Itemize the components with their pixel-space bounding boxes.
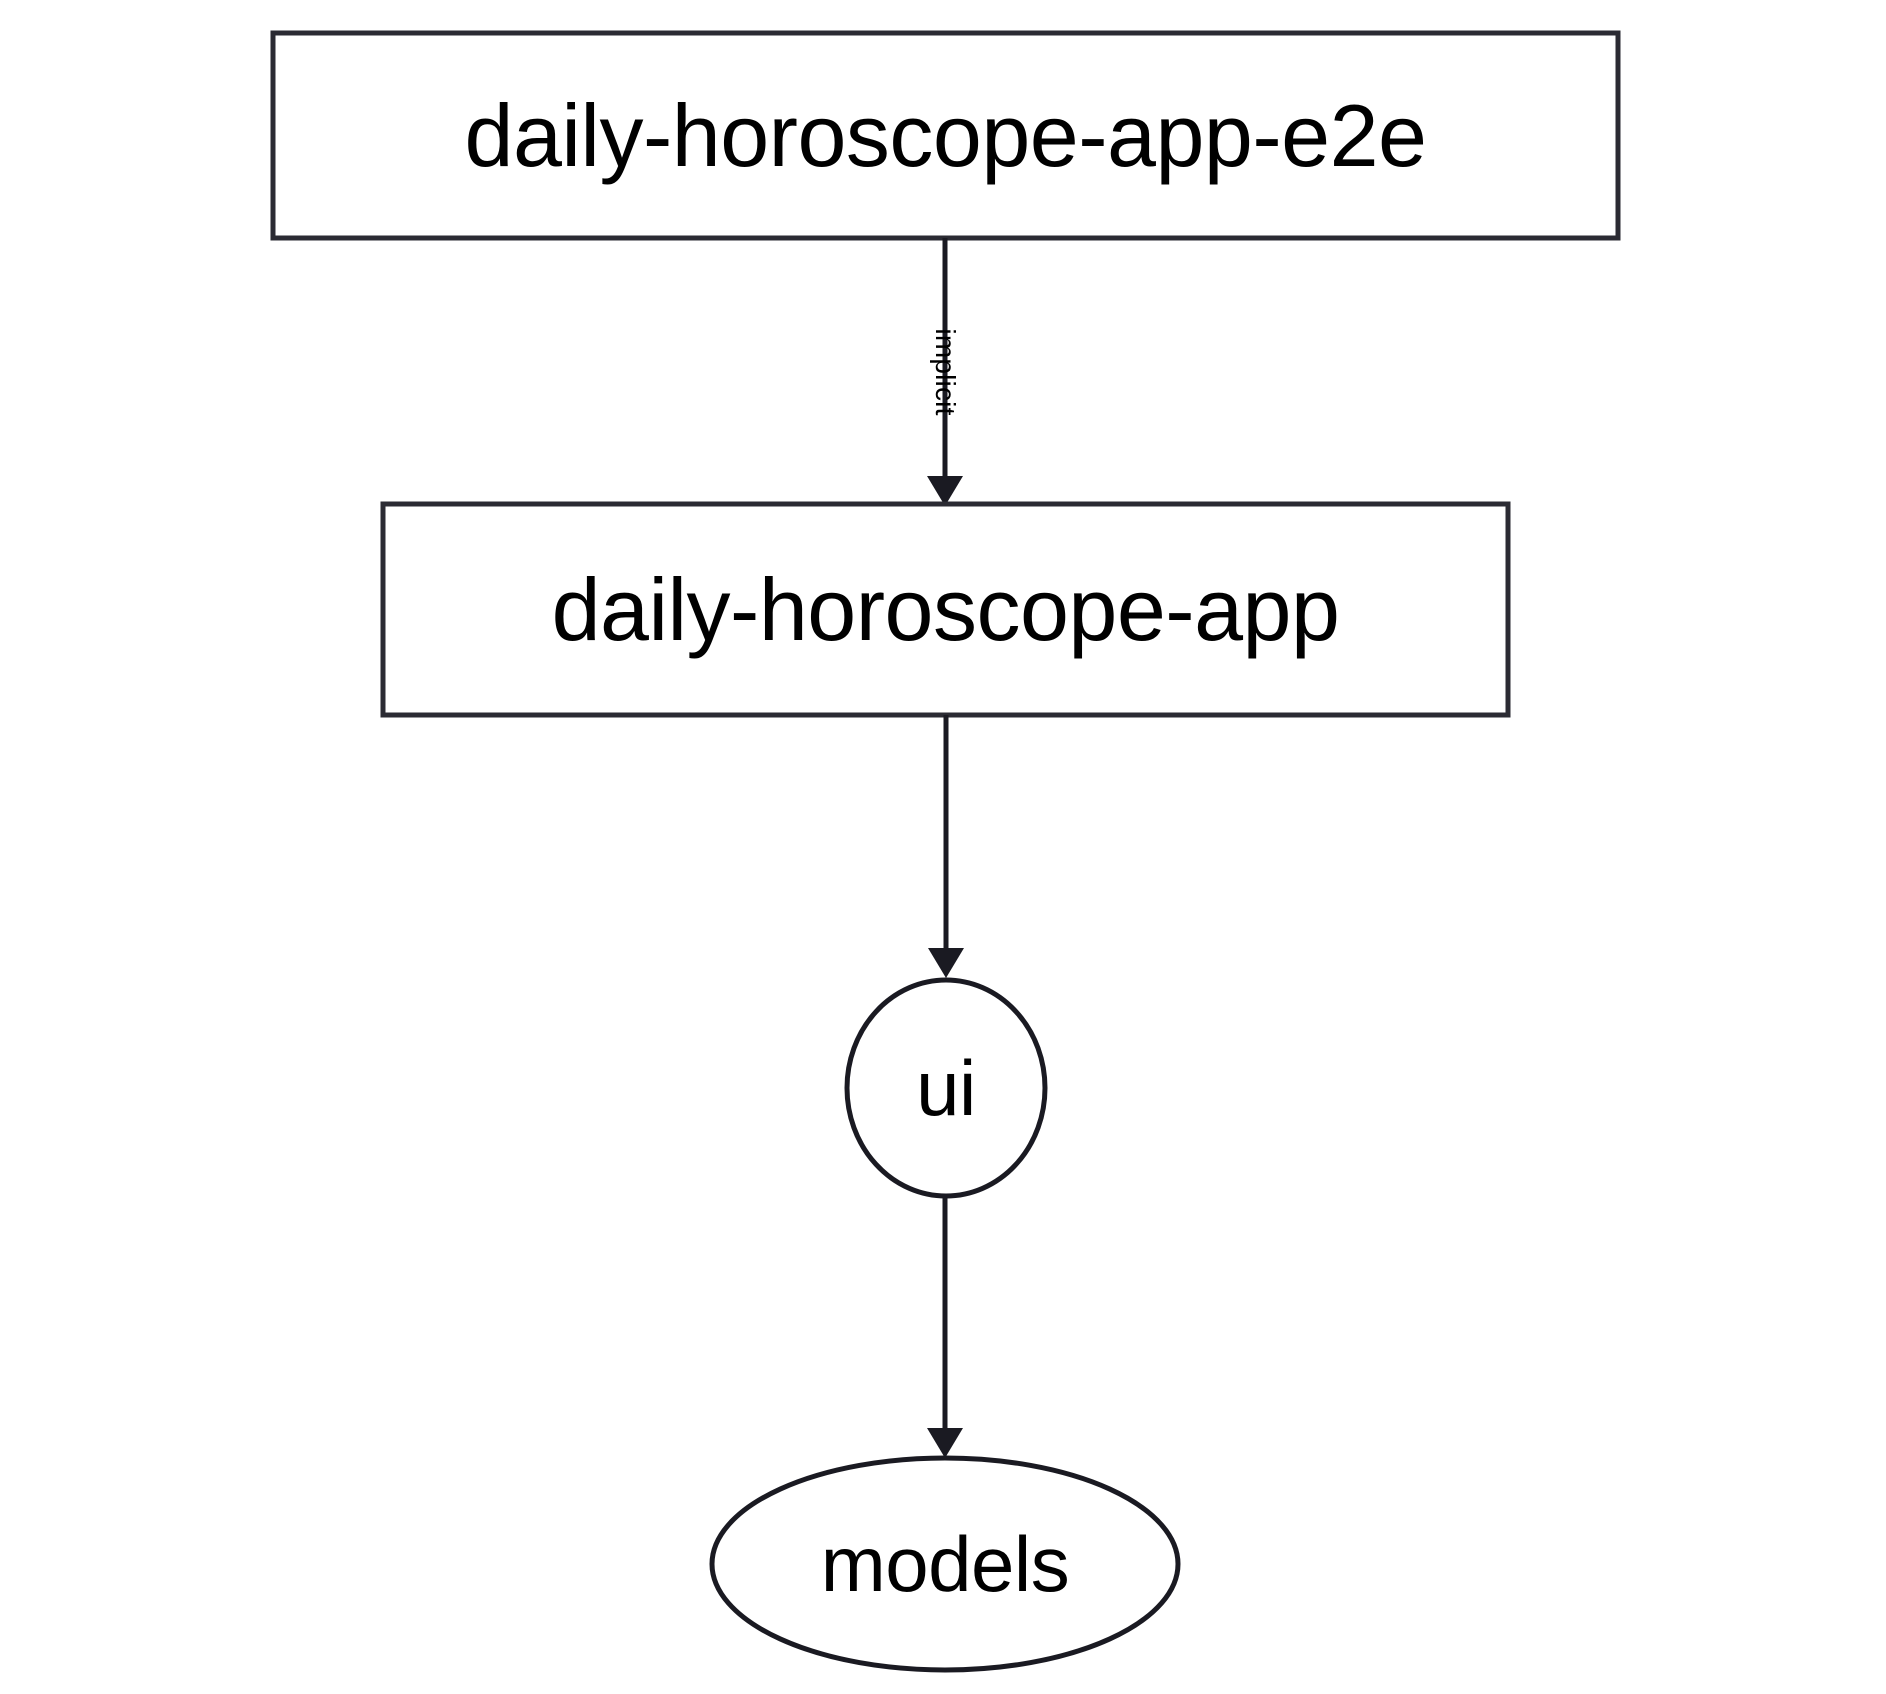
edge-ui-to-models bbox=[927, 1196, 963, 1458]
node-daily-horoscope-app-shape[interactable] bbox=[380, 501, 1511, 718]
edge-app-to-ui bbox=[928, 715, 964, 978]
node-ui[interactable] bbox=[847, 980, 1045, 1196]
node-models[interactable] bbox=[712, 1458, 1178, 1670]
node-daily-horoscope-app-e2e-shape[interactable] bbox=[270, 30, 1621, 241]
arrowhead-icon bbox=[927, 1428, 963, 1458]
edge-e2e-to-app bbox=[927, 238, 963, 506]
node-daily-horoscope-app-e2e[interactable] bbox=[273, 33, 1618, 238]
arrowhead-icon bbox=[928, 948, 964, 978]
node-models-shape[interactable] bbox=[709, 1455, 1181, 1673]
arrowhead-icon bbox=[927, 476, 963, 506]
node-daily-horoscope-app[interactable] bbox=[383, 504, 1508, 715]
